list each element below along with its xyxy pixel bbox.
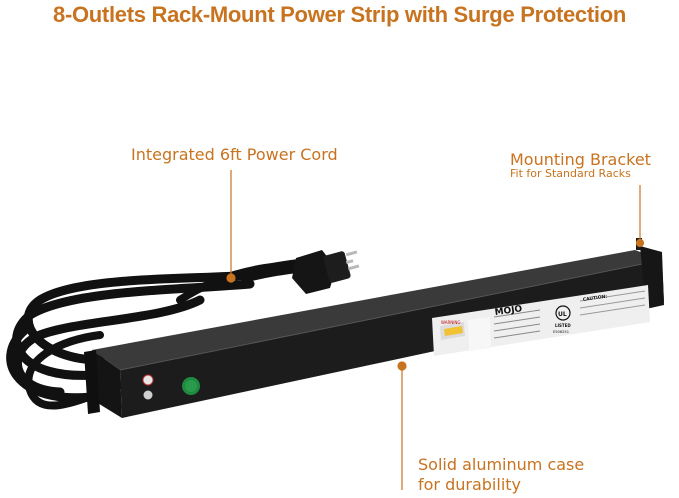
cord-leader-dot	[226, 273, 236, 283]
surge-indicator	[142, 374, 154, 400]
mounting-bracket-callout: Mounting Bracket Fit for Standard Racks	[510, 150, 651, 180]
ul-mark: UL	[558, 311, 567, 318]
product-label: WARNING MOJO CAUTION: UL LISTED E506251	[432, 285, 650, 356]
callout-leaders	[226, 170, 645, 490]
power-switch-button[interactable]	[182, 377, 200, 395]
power-strip-body	[84, 238, 664, 418]
ul-number: E506251	[553, 330, 569, 334]
aluminum-case-callout: Solid aluminum case for durability	[418, 455, 584, 495]
aluminum-case-label-line1: Solid aluminum case	[418, 455, 585, 474]
ul-listed: LISTED	[555, 323, 571, 328]
case-leader-dot	[397, 361, 407, 371]
ul-logo-icon	[555, 305, 571, 321]
power-cord-callout: Integrated 6ft Power Cord	[131, 145, 338, 164]
brand-logo: MOJO	[494, 304, 523, 318]
label-caution-heading: CAUTION:	[583, 294, 608, 303]
page-title: 8-Outlets Rack-Mount Power Strip with Su…	[53, 2, 626, 27]
plug-icon	[292, 250, 360, 294]
mounting-bracket-sublabel: Fit for Standard Racks	[510, 167, 631, 180]
label-warning-heading: WARNING	[441, 320, 461, 325]
mounting-bracket-label: Mounting Bracket	[510, 150, 651, 169]
power-cord-label: Integrated 6ft Power Cord	[131, 145, 338, 164]
aluminum-case-label-line2: for durability	[418, 475, 521, 494]
bracket-leader-dot	[635, 238, 645, 248]
